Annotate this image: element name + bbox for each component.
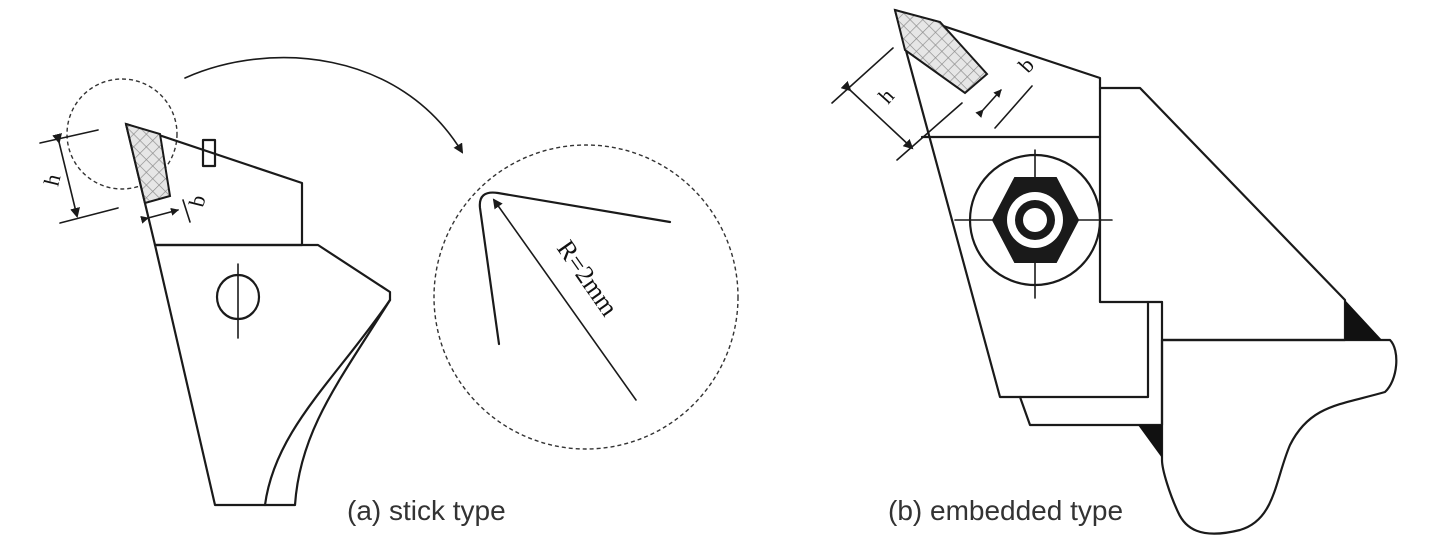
dim-b-b-arrow-line <box>975 89 1002 118</box>
dim-b-label: b <box>184 192 211 209</box>
bolt-hole <box>1023 208 1047 232</box>
dim-h-b-extension-bottom <box>896 102 963 161</box>
stick-insert <box>124 122 172 205</box>
radius-label: R=2mm <box>551 235 624 322</box>
dim-h-b-arrow-line <box>840 80 914 150</box>
holder-step-upper <box>920 86 1102 139</box>
panel-a-stick-type: h b R=2mm (a) stick type <box>39 56 739 526</box>
radius-leader <box>492 198 637 401</box>
tip-detail-enlarged-circle <box>433 144 739 450</box>
dim-b-b-extension <box>994 85 1033 129</box>
stick-tool-slot <box>201 138 217 168</box>
dim-h-arrow-line <box>52 133 80 218</box>
embedded-holder-body <box>893 8 1347 427</box>
stick-tool-body <box>153 243 392 507</box>
panel-b-caption: (b) embedded type <box>888 495 1123 526</box>
panel-b-embedded-type: h b (b) embedded type <box>831 8 1398 535</box>
dim-h-extension-bottom <box>59 207 119 224</box>
bolt-outer-circle <box>968 153 1102 287</box>
detail-pointer-arrow <box>184 56 464 154</box>
dim-h-b-label: h <box>873 83 899 108</box>
dim-b-arrow-line <box>140 207 179 224</box>
stick-tool-body-edge <box>263 298 392 507</box>
dim-b-extension <box>182 199 191 223</box>
braze-fillet-bottom <box>1138 425 1162 458</box>
dim-h-label: h <box>39 171 66 188</box>
tip-detail-callout-circle <box>66 78 178 190</box>
embedded-insert <box>893 8 989 95</box>
workpiece-section <box>1160 338 1398 535</box>
enlarged-tip-profile <box>478 191 672 346</box>
dim-h-extension-top <box>39 129 99 144</box>
panel-a-caption: (a) stick type <box>347 495 506 526</box>
braze-fillet-right <box>1345 300 1382 340</box>
